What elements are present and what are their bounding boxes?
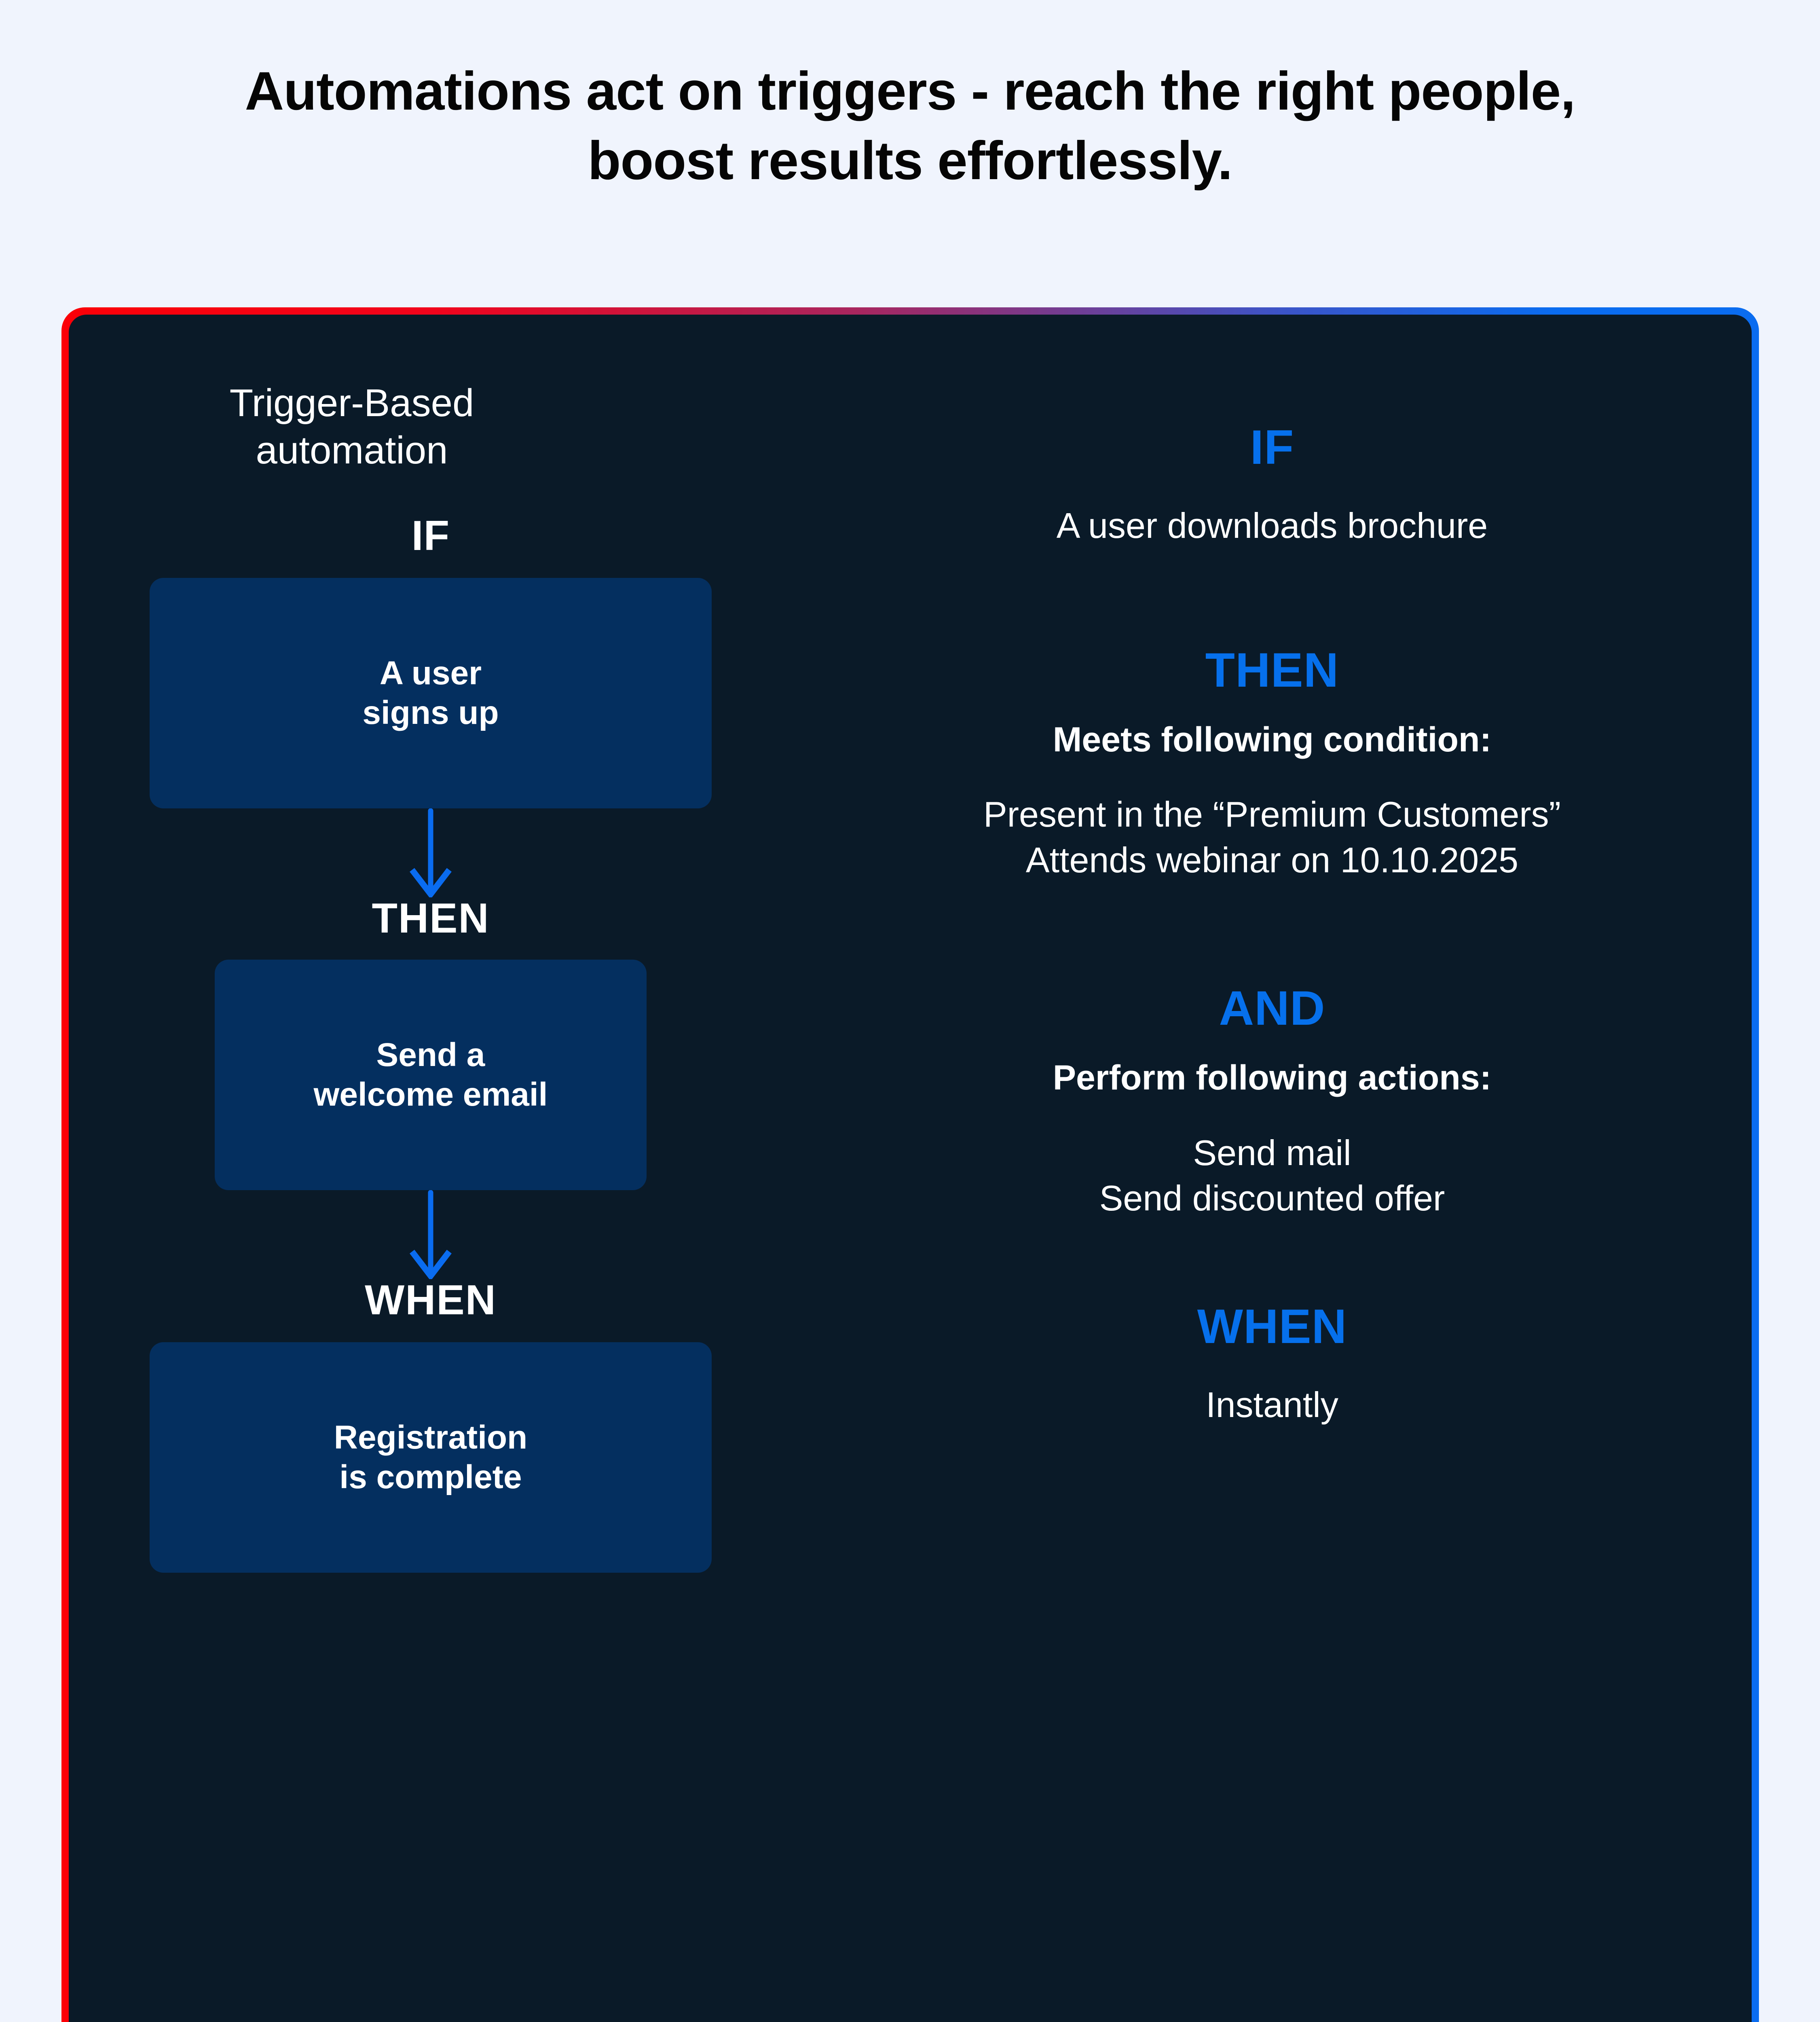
rule-subheading-and: Perform following actions: xyxy=(1053,1058,1492,1098)
rule-line-when-1: Instantly xyxy=(1206,1385,1338,1425)
rule-heading-if: IF xyxy=(1250,420,1294,474)
rule-line-and-1: Send mail xyxy=(1193,1132,1351,1173)
flow-card-when-text: Registration is complete xyxy=(334,1419,528,1495)
flow-card-when[interactable]: Registration is complete xyxy=(150,1342,712,1573)
rule-line-then-2: Attends webinar on 10.10.2025 xyxy=(1025,840,1519,880)
rule-heading-then: THEN xyxy=(1205,643,1339,697)
flow-diagram: IF A user signs up THEN Send a welcome e… xyxy=(69,515,793,1573)
rule-line-if-1: A user downloads brochure xyxy=(1056,506,1488,546)
rule-heading-when: WHEN xyxy=(1197,1299,1347,1354)
flow-step-label-then: THEN xyxy=(372,895,490,942)
flow-step-label-if: IF xyxy=(411,512,450,559)
page-title: Automations act on triggers - reach the … xyxy=(245,61,1576,191)
rule-block-then: THEN Meets following condition: Present … xyxy=(793,646,1752,883)
rule-subheading-then: Meets following condition: xyxy=(1053,720,1492,759)
flow-card-if-text: A user signs up xyxy=(362,654,499,731)
arrow-down-icon-2 xyxy=(69,1190,793,1279)
flow-card-then[interactable]: Send a welcome email xyxy=(215,960,647,1190)
arrow-down-icon xyxy=(69,808,793,897)
rule-block-if: IF A user downloads brochure xyxy=(793,423,1752,549)
left-flow-column: Trigger-Based automation IF A user signs… xyxy=(69,315,793,2022)
rule-block-when: WHEN Instantly xyxy=(793,1302,1752,1428)
rule-block-and: AND Perform following actions: Send mail… xyxy=(793,984,1752,1221)
flow-card-then-text: Send a welcome email xyxy=(313,1036,548,1113)
rule-line-then-1: Present in the “Premium Customers” xyxy=(983,794,1561,835)
right-detail-column: IF A user downloads brochure THEN Meets … xyxy=(793,315,1752,2022)
rule-detail-list: IF A user downloads brochure THEN Meets … xyxy=(793,423,1752,1428)
rule-line-and-2: Send discounted offer xyxy=(1099,1178,1445,1218)
rule-heading-and: AND xyxy=(1219,981,1325,1036)
infographic-panel-border: Trigger-Based automation IF A user signs… xyxy=(61,307,1759,2022)
trigger-based-automation-label: Trigger-Based automation xyxy=(229,381,474,472)
panel-columns: Trigger-Based automation IF A user signs… xyxy=(69,315,1752,2022)
flow-card-if[interactable]: A user signs up xyxy=(150,578,712,808)
flow-step-label-when: WHEN xyxy=(365,1277,497,1324)
infographic-panel: Trigger-Based automation IF A user signs… xyxy=(69,315,1752,2022)
